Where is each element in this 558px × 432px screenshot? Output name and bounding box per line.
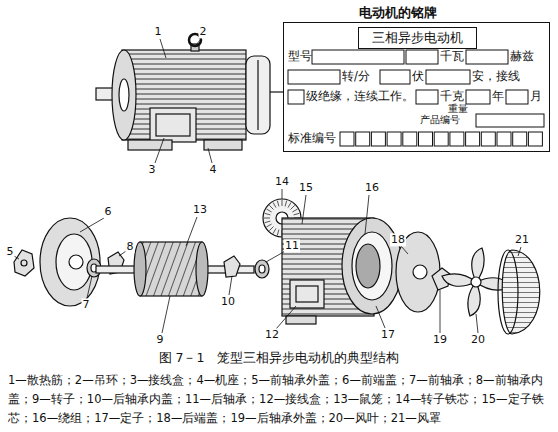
callout-number: 1 [154, 25, 163, 38]
callout-number: 15 [298, 181, 314, 194]
nameplate-fields [288, 50, 544, 146]
callout-number: 9 [156, 333, 165, 346]
callout-number: 19 [432, 333, 448, 346]
callout-number: 16 [364, 181, 380, 194]
callout-number: 7 [82, 298, 91, 311]
callout-number: 18 [390, 233, 406, 246]
exploded-view [14, 199, 540, 334]
callout-number: 10 [220, 295, 236, 308]
figure-caption: 图 7－1 笼型三相异步电动机的典型结构 [159, 350, 400, 365]
nameplate-field: 转/分 [342, 70, 370, 84]
nameplate-field: 重量 [448, 103, 468, 115]
nameplate-field: 月 [530, 90, 542, 104]
leader-lines [14, 39, 521, 333]
callout-number: 8 [126, 240, 135, 253]
nameplate-field: 产品编号 [420, 114, 460, 126]
assembled-motor [96, 34, 283, 150]
callout-number: 13 [192, 203, 208, 216]
callout-number: 20 [470, 333, 486, 346]
nameplate-heading: 电动机的铭牌 [359, 5, 437, 20]
legend-text: 1—散热筋；2—吊环；3—接线盒；4—机座；5—前轴承外盖；6—前端盖；7—前轴… [8, 371, 550, 428]
callout-number: 17 [380, 328, 396, 341]
nameplate-title-box: 三相异步电动机 [358, 27, 477, 49]
nameplate-field: 赫兹 [510, 50, 534, 64]
nameplate-field: 级绝缘，连续工作。 [306, 90, 414, 104]
callout-number: 2 [199, 25, 208, 38]
callout-number: 5 [6, 245, 15, 258]
callout-number: 4 [209, 163, 218, 176]
nameplate-field: 安，接线 [472, 70, 520, 84]
callout-number: 11 [284, 239, 300, 252]
nameplate-title: 三相异步电动机 [372, 30, 463, 46]
nameplate-field: 千瓦 [440, 50, 464, 64]
nameplate-field: 型号 [288, 50, 312, 64]
callout-number: 14 [274, 175, 290, 188]
callout-number: 12 [264, 328, 280, 341]
nameplate-field: 年 [492, 90, 504, 104]
callout-number: 6 [104, 205, 113, 218]
nameplate-field: 标准编号 [288, 132, 336, 146]
callout-number: 3 [148, 163, 157, 176]
nameplate-field: 伏 [412, 70, 424, 84]
callout-number: 21 [514, 233, 530, 246]
nameplate-field: 千克 [440, 90, 464, 104]
